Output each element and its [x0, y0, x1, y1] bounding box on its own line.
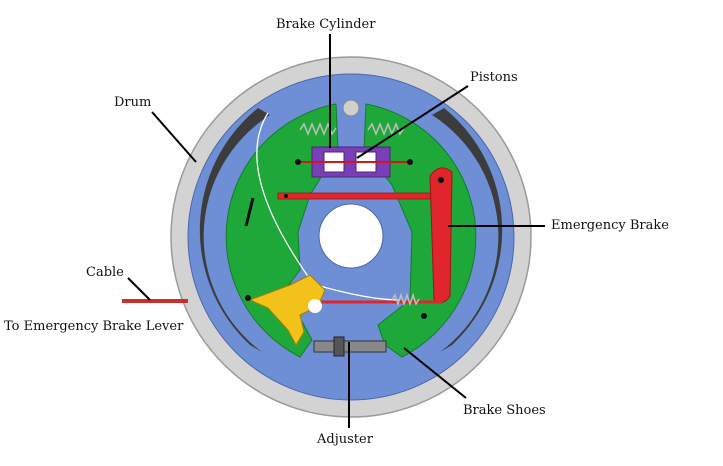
label-adjuster: Adjuster	[316, 432, 374, 447]
left-brake-shoe	[225, 103, 339, 358]
leader-lines	[127, 34, 545, 428]
label-brake-shoes: Brake Shoes	[463, 403, 546, 418]
label-emergency-brake: Emergency Brake	[551, 218, 669, 233]
parking-strut	[277, 192, 451, 200]
cylinder-pin-left	[295, 159, 301, 165]
right-shoe-lining	[432, 108, 503, 352]
label-emergency-brake-lever: To Emergency Brake Lever	[4, 319, 184, 334]
hub-opening	[318, 203, 384, 269]
cylinder-pin-right	[407, 159, 413, 165]
lever-pivot	[438, 177, 444, 183]
label-pistons: Pistons	[470, 70, 518, 85]
left-shoe-lining	[199, 108, 270, 352]
internal-cable-lower	[319, 285, 401, 301]
adjuster-wheel	[333, 336, 345, 357]
shoe-clip	[244, 197, 255, 227]
emergency-brake-lever	[429, 167, 453, 303]
adjuster-lever-hole	[308, 299, 322, 313]
lower-return-spring	[391, 292, 420, 307]
shoe-pivot-right	[421, 313, 427, 319]
shoe-pivot-left	[245, 295, 251, 301]
anchor-pin	[342, 99, 360, 117]
strut-pin-left	[284, 194, 288, 198]
label-cable: Cable	[86, 265, 124, 280]
internal-cable	[256, 112, 313, 283]
label-drum: Drum	[114, 95, 151, 110]
label-brake-cylinder: Brake Cylinder	[276, 17, 376, 32]
right-return-spring	[367, 121, 405, 137]
adjuster-lever	[248, 274, 326, 347]
